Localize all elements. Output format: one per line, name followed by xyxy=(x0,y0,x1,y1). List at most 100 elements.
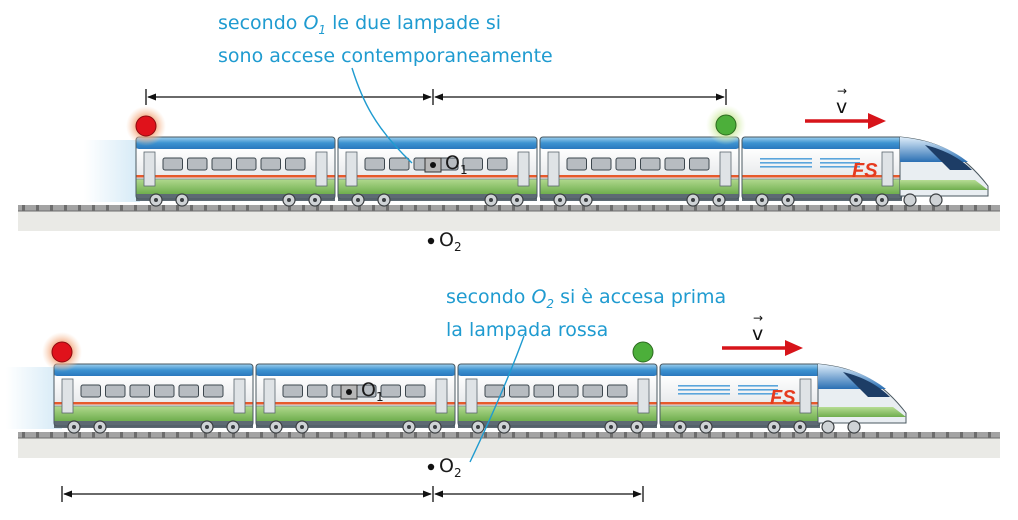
rail-tie xyxy=(288,432,291,438)
rail-tie xyxy=(442,205,445,211)
rail-tie xyxy=(582,432,585,438)
distance-arrows xyxy=(145,89,727,105)
rail-tie xyxy=(722,432,725,438)
rail-tie xyxy=(78,432,81,438)
rail-tie xyxy=(624,432,627,438)
rail-tie xyxy=(414,432,417,438)
rail-tie xyxy=(988,205,991,211)
rail-tie xyxy=(946,432,949,438)
rail-tie xyxy=(456,205,459,211)
rail-tie xyxy=(960,432,963,438)
rail-tie xyxy=(260,205,263,211)
rail-tie xyxy=(582,205,585,211)
rail-tie xyxy=(638,432,641,438)
rail-tie xyxy=(372,205,375,211)
rail-tie xyxy=(64,432,67,438)
rail-tie xyxy=(470,432,473,438)
rail-tie xyxy=(904,205,907,211)
rail-tie xyxy=(890,205,893,211)
observer-o1-label: O1 xyxy=(361,379,384,404)
observer-o1-label: O1 xyxy=(445,152,468,177)
rail-tie xyxy=(750,205,753,211)
train-car xyxy=(255,363,456,434)
rail-tie xyxy=(638,205,641,211)
rail-tie xyxy=(806,205,809,211)
train-car xyxy=(135,136,336,207)
rail-tie xyxy=(120,432,123,438)
rail-tie xyxy=(274,205,277,211)
caption-leader-line xyxy=(469,335,525,463)
rail-tie xyxy=(988,432,991,438)
rail-tie xyxy=(190,432,193,438)
locomotive-nose xyxy=(817,363,907,434)
rail-tie xyxy=(694,205,697,211)
rail-tie xyxy=(820,205,823,211)
rail-tie xyxy=(442,432,445,438)
rail-tie xyxy=(134,432,137,438)
rail-tie xyxy=(694,432,697,438)
rail-tie xyxy=(918,432,921,438)
rail-tie xyxy=(330,432,333,438)
rail-tie xyxy=(722,205,725,211)
rail-tie xyxy=(904,432,907,438)
rail-tie xyxy=(316,205,319,211)
rail-tie xyxy=(624,205,627,211)
rail-tie xyxy=(568,205,571,211)
locomotive-nose xyxy=(899,136,989,207)
caption-line-2: la lampada rossa xyxy=(446,318,609,341)
train-car xyxy=(337,136,538,207)
caption-text: le due lampade si xyxy=(332,12,502,34)
rail-tie xyxy=(512,205,515,211)
rail-tie xyxy=(176,205,179,211)
rail-tie xyxy=(400,205,403,211)
rail-tie xyxy=(806,432,809,438)
rail-tie xyxy=(876,205,879,211)
rail-tie xyxy=(848,432,851,438)
rail-tie xyxy=(36,205,39,211)
rail-tie xyxy=(386,205,389,211)
rail-tie xyxy=(512,432,515,438)
rail-ties xyxy=(22,205,991,211)
observer-o1-marker xyxy=(424,157,442,173)
rail-tie xyxy=(526,432,529,438)
velocity-arrow xyxy=(722,340,803,356)
locomotive xyxy=(741,136,903,207)
train-car xyxy=(53,363,254,434)
rail-tie xyxy=(372,432,375,438)
rail-tie xyxy=(610,205,613,211)
rail-tie xyxy=(918,205,921,211)
rail-tie xyxy=(120,205,123,211)
rail-tie xyxy=(498,205,501,211)
rail-tie xyxy=(736,205,739,211)
caption-leader-line xyxy=(351,67,413,164)
rail-track xyxy=(18,432,1000,458)
rail-tie xyxy=(890,432,893,438)
rail-tie xyxy=(792,205,795,211)
green-lamp xyxy=(632,341,654,363)
rail-tie xyxy=(554,432,557,438)
rail-tie xyxy=(232,432,235,438)
train-car xyxy=(457,363,658,434)
rail-tie xyxy=(862,432,865,438)
rail-tie xyxy=(288,205,291,211)
rail-tie xyxy=(484,432,487,438)
rail-tie xyxy=(218,205,221,211)
rail-tie xyxy=(778,205,781,211)
caption-word: secondo xyxy=(218,12,298,34)
rail-tie xyxy=(960,205,963,211)
rail-tie xyxy=(22,432,25,438)
rail-tie xyxy=(932,205,935,211)
caption-text: si è accesa prima xyxy=(560,286,727,308)
train xyxy=(53,363,907,434)
scene-1 xyxy=(18,67,1000,245)
scene2-caption: secondo O2 si è accesa prima la lampada … xyxy=(446,284,726,343)
rail-tie xyxy=(204,432,207,438)
rail-tie xyxy=(484,205,487,211)
rail-tie xyxy=(316,432,319,438)
rail-tie xyxy=(666,205,669,211)
rail-tie xyxy=(610,432,613,438)
rail-tie xyxy=(204,205,207,211)
velocity-label: →v xyxy=(836,84,848,118)
speed-streaks xyxy=(84,140,140,202)
